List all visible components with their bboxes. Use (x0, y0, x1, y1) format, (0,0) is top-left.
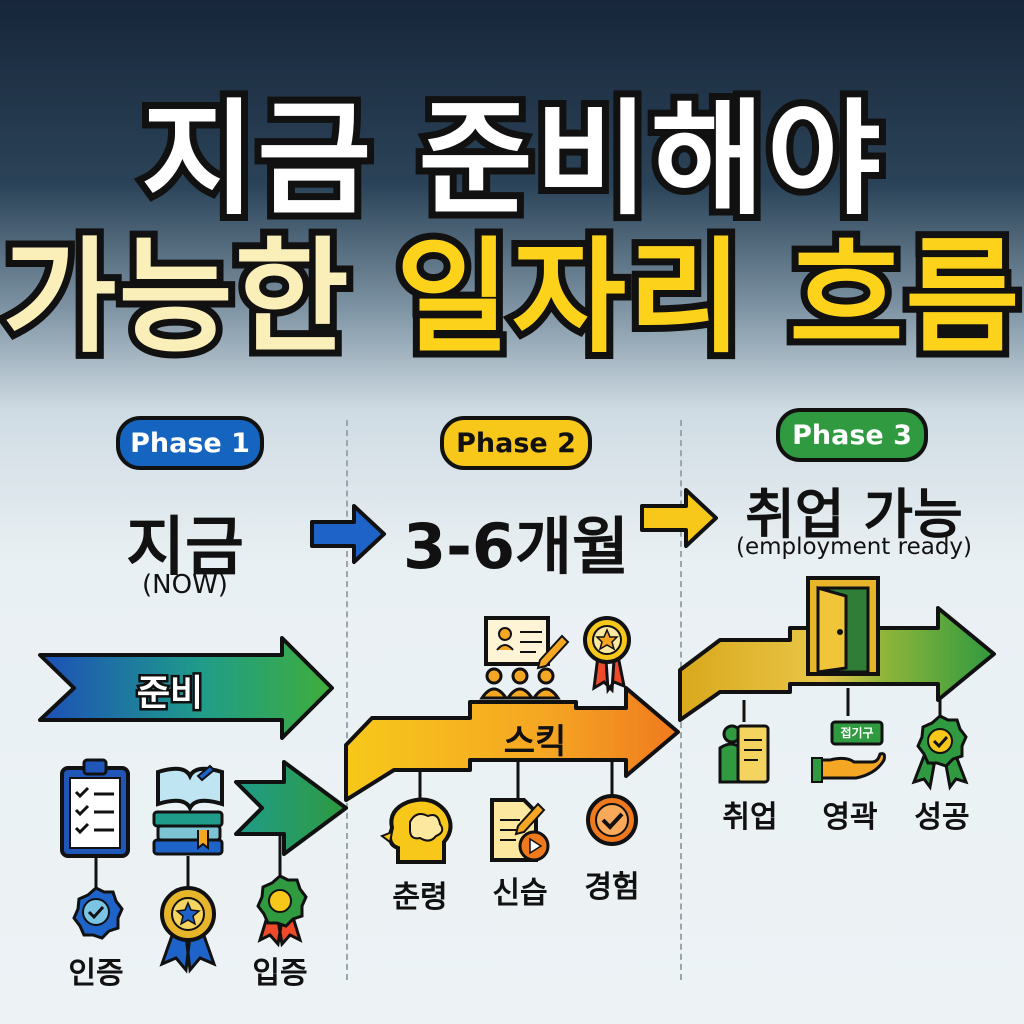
item-label-practice: 신습 (492, 876, 548, 911)
phase-1-heading: 지금 (126, 511, 244, 585)
hand-offer-icon (811, 720, 886, 783)
title-line-2-part-1: 가능한 (0, 219, 356, 377)
brain-head-icon (379, 797, 453, 864)
phase-3-subheading: (employment ready) (735, 534, 973, 560)
item-label-training: 춘령 (392, 880, 448, 915)
item-label-cert: 인증 (68, 956, 124, 991)
title-line-1: 지금 준비해야 (134, 81, 888, 239)
checkmark-circle-icon (586, 794, 638, 846)
skill-band-label: 스킥 (503, 722, 567, 762)
phase-divider-1 (346, 420, 348, 980)
document-play-icon (490, 798, 550, 862)
job-seeker-icon (718, 724, 770, 784)
phase-1-subheading: (NOW) (142, 570, 228, 600)
award-ribbon-icon (256, 874, 308, 948)
door-icon (806, 576, 880, 676)
prep-band-arrow (38, 636, 334, 740)
skill-band-arrow (344, 686, 680, 802)
phase-1-badge: Phase 1 (116, 416, 264, 470)
item-label-proof: 입증 (252, 956, 308, 991)
check-badge-icon (72, 886, 124, 940)
hand-sign-text: 접기구 (840, 726, 874, 740)
arrow-icon (310, 504, 386, 564)
connector-arrow (234, 760, 348, 856)
phase-2-heading: 3-6개월 (402, 510, 630, 583)
item-label-success: 성공 (914, 800, 970, 835)
presentation-team-icon (479, 616, 570, 700)
prep-band-label: 준비 (134, 671, 205, 717)
star-medal-icon (583, 616, 631, 695)
item-label-area: 영곽 (822, 800, 878, 835)
title-line-2-part-2: 일자리 흐름 (389, 219, 1024, 377)
books-icon (152, 764, 224, 856)
item-label-employment: 취업 (722, 800, 778, 835)
arrow-icon (640, 488, 718, 548)
phase-3-badge: Phase 3 (776, 408, 928, 462)
star-medal-icon (159, 886, 217, 974)
phase-2-badge: Phase 2 (440, 416, 592, 470)
title-line-2: 가능한 일자리 흐름 (0, 196, 1024, 377)
check-badge-icon (911, 714, 969, 791)
clipboard-checklist-icon (60, 758, 130, 858)
item-label-experience: 경험 (584, 870, 640, 905)
phase-3-heading: 취업 가능 (745, 483, 963, 546)
